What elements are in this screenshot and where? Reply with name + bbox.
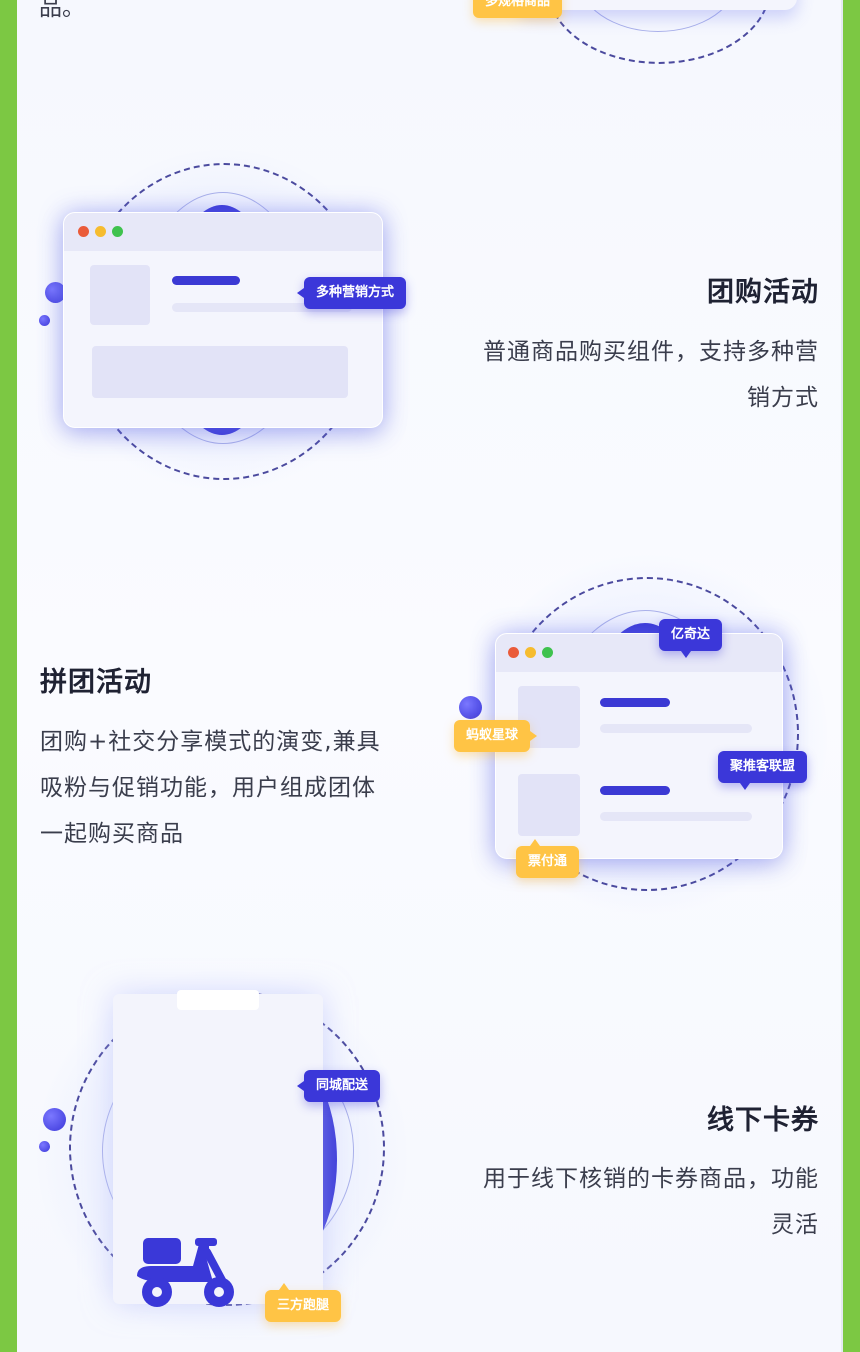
phone-notch <box>177 990 259 1010</box>
item-title-line-2 <box>600 786 670 795</box>
pintuan-title: 拼团活动 <box>40 667 152 698</box>
window-min-dot <box>525 647 536 658</box>
group-buy-ball-large <box>45 282 66 303</box>
product-desc-line <box>172 303 352 312</box>
window-titlebar <box>496 634 782 672</box>
product-title-line <box>172 276 240 285</box>
window-close-dot <box>78 226 89 237</box>
content-page: 品。 多规格商品 多种营销方式 团购活动 普通商品购买组件，支持多种营 销方式 … <box>17 0 843 1352</box>
page-edge <box>841 0 843 1352</box>
offline-desc-line1: 用于线下核销的卡券商品，功能 <box>483 1166 819 1192</box>
group-buy-desc-line1: 普通商品购买组件，支持多种营 <box>483 339 819 365</box>
pintuan-desc-line2: 吸粉与促销功能，用户组成团体 <box>40 775 376 801</box>
window-max-dot <box>542 647 553 658</box>
offline-title: 线下卡券 <box>707 1105 819 1136</box>
group-buy-ball-small <box>39 315 50 326</box>
item-title-line-1 <box>600 698 670 707</box>
scooter-icon <box>137 1238 234 1307</box>
product-thumb <box>90 265 150 325</box>
scooter-fork <box>203 1248 227 1286</box>
window-min-dot <box>95 226 106 237</box>
window-close-dot <box>508 647 519 658</box>
tag-sanfang: 三方跑腿 <box>265 1283 342 1322</box>
item-desc-line-1 <box>600 724 752 733</box>
window-max-dot <box>112 226 123 237</box>
scooter-hub-front <box>214 1287 224 1297</box>
top-window-edge <box>517 0 797 10</box>
product-footer-block <box>92 346 348 398</box>
scooter-body <box>137 1244 213 1282</box>
window-titlebar <box>64 213 382 251</box>
offline-illustration <box>37 960 417 1352</box>
tag-multi-spec: 多规格商品 <box>473 0 563 18</box>
group-buy-illustration <box>37 150 437 490</box>
group-buy-window <box>63 212 383 428</box>
pintuan-ball <box>459 696 482 719</box>
item-thumb-2 <box>518 774 580 836</box>
tag-jutuike: 聚推客联盟 <box>718 751 808 790</box>
tag-mayi: 蚂蚁星球 <box>454 720 538 752</box>
tag-tongcheng: 同城配送 <box>296 1070 381 1102</box>
pintuan-window <box>495 633 783 859</box>
top-illustration <box>497 0 817 70</box>
pintuan-desc-line1: 团购+社交分享模式的演变,兼具 <box>40 729 381 755</box>
scooter-box <box>143 1238 181 1264</box>
group-buy-title: 团购活动 <box>707 277 819 308</box>
tag-yiqida: 亿奇达 <box>659 619 723 658</box>
group-buy-desc-line2: 销方式 <box>747 385 819 411</box>
offline-ball-large <box>43 1108 66 1131</box>
scooter-hub-rear <box>152 1287 162 1297</box>
tag-piaofu: 票付通 <box>516 839 580 878</box>
top-text-fragment: 品。 <box>39 0 85 21</box>
offline-ball-small <box>39 1141 50 1152</box>
item-desc-line-2 <box>600 812 752 821</box>
pintuan-desc-line3: 一起购买商品 <box>40 821 184 847</box>
scooter-handle <box>195 1238 217 1246</box>
offline-desc-line2: 灵活 <box>771 1212 819 1238</box>
tag-multi-marketing: 多种营销方式 <box>296 277 407 309</box>
